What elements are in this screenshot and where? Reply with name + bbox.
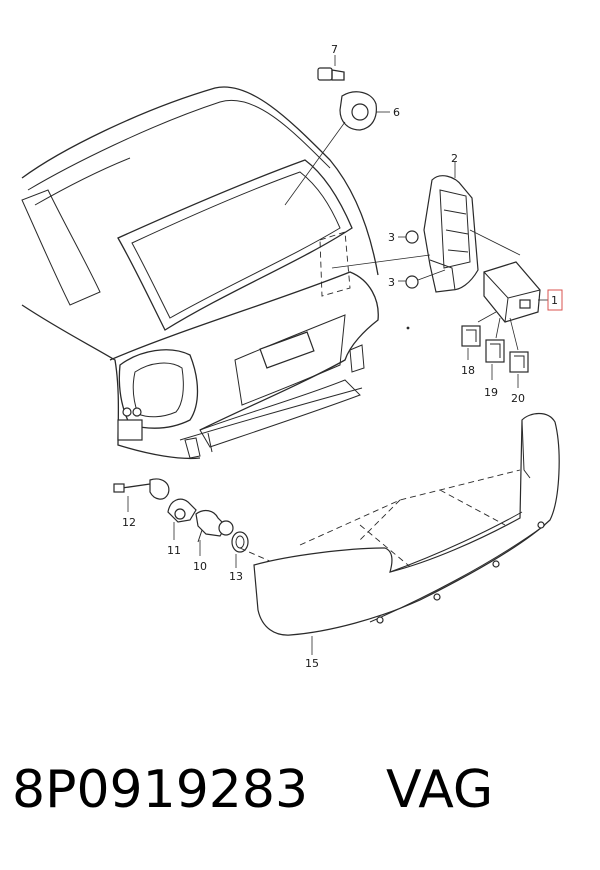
part-1-highlight-box	[547, 289, 563, 311]
callout-20: 20	[511, 392, 525, 405]
part-1-control-unit	[483, 261, 548, 323]
callout-2: 2	[451, 152, 458, 165]
callout-7: 7	[331, 43, 338, 56]
callout-1: 1	[551, 294, 558, 307]
callout-19: 19	[484, 386, 498, 399]
part-15-rear-bumper	[253, 412, 560, 655]
part-11-sensor-holder	[167, 498, 197, 540]
mount-outline	[319, 231, 351, 297]
callout-13: 13	[229, 570, 243, 583]
brand-label: VAG	[386, 760, 494, 820]
part-10-parking-sensor	[195, 509, 234, 556]
part-18-connector	[461, 311, 497, 360]
callout-3-upper: 3	[388, 231, 395, 244]
part-20-connector	[509, 317, 529, 388]
callout-11: 11	[167, 544, 181, 557]
part-7-bolt	[317, 55, 345, 81]
part-12-cable-tie	[113, 478, 170, 512]
part-2-housing	[423, 162, 521, 293]
part-3-nut-lower	[398, 269, 446, 289]
part-6-camera-bracket	[284, 91, 390, 206]
marker-dot	[406, 326, 410, 330]
callout-6: 6	[393, 106, 400, 119]
callout-12: 12	[122, 516, 136, 529]
callout-3-lower: 3	[388, 276, 395, 289]
part-3-nut-upper	[398, 230, 419, 244]
part-19-connector	[485, 317, 505, 380]
projection-lines	[239, 469, 521, 576]
callout-18: 18	[461, 364, 475, 377]
callout-10: 10	[193, 560, 207, 573]
car-body	[21, 86, 379, 460]
parts-diagram: 7 6 2 3 3 1 18 19 20 12 11 10 13 15	[21, 43, 563, 670]
part-13-ring	[231, 531, 249, 568]
callout-15: 15	[305, 657, 319, 670]
part-number: 8P0919283	[12, 760, 309, 820]
